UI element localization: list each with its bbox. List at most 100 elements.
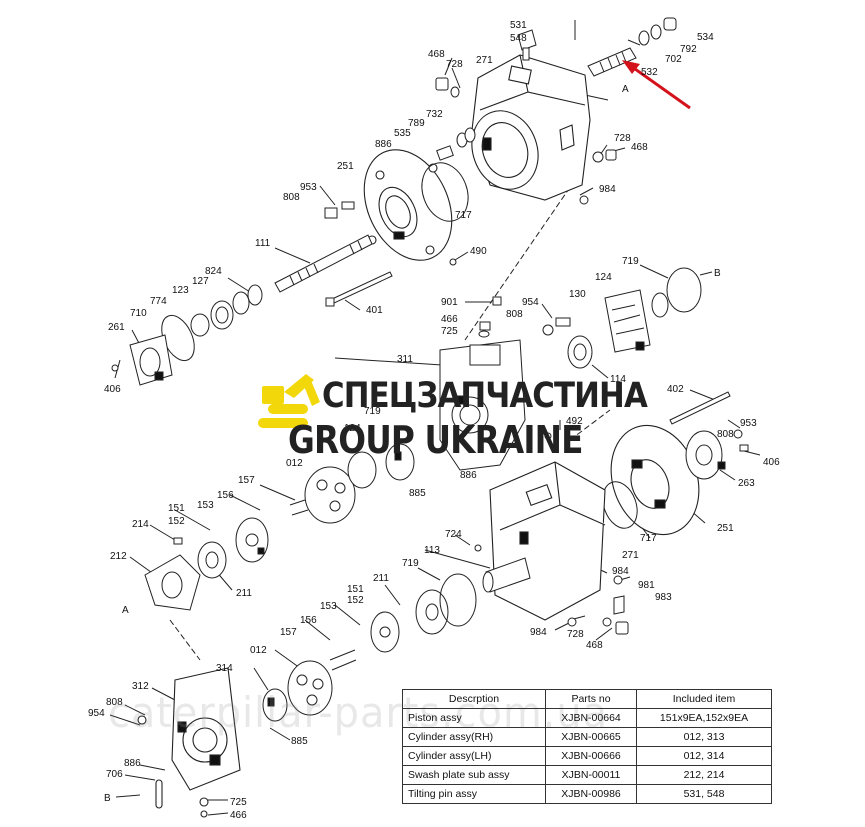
- label-124: 124: [344, 423, 361, 434]
- gear-pump-130: [604, 289, 669, 353]
- label-719: 719: [364, 406, 381, 417]
- label-113: 113: [424, 545, 440, 556]
- label-A: A: [122, 605, 129, 616]
- label-402: 402: [667, 384, 684, 395]
- label-401: 401: [366, 305, 383, 316]
- seal-cover-261: [111, 334, 173, 386]
- cell-parts-no: XJBN-00011: [545, 765, 637, 785]
- label-490: 490: [470, 246, 487, 257]
- label-953: 953: [740, 418, 757, 429]
- label-152: 152: [168, 516, 185, 527]
- label-728: 728: [567, 629, 584, 640]
- label-271: 271: [476, 55, 493, 66]
- cell-description: Cylinder assy(RH): [402, 727, 546, 747]
- shoe-plate-153-lower: [370, 589, 449, 653]
- label-717: 717: [640, 533, 657, 544]
- label-468: 468: [428, 49, 445, 60]
- label-156: 156: [217, 490, 234, 501]
- label-157: 157: [280, 627, 297, 638]
- label-130: 130: [569, 289, 586, 300]
- label-251: 251: [337, 161, 354, 172]
- valve-block-311: [439, 339, 526, 471]
- label-261: 261: [108, 322, 125, 333]
- label-012: 012: [286, 458, 303, 469]
- label-406: 406: [104, 384, 121, 395]
- parts-table: Descrption Parts no Included item Piston…: [402, 689, 772, 804]
- small-parts-lower-right: [474, 544, 629, 635]
- cell-included: 012, 314: [636, 746, 772, 766]
- cell-parts-no: XJBN-00986: [545, 784, 637, 804]
- label-789: 789: [408, 118, 425, 129]
- label-774: 774: [150, 296, 167, 307]
- swash-plate-212: [144, 537, 227, 611]
- cell-description: Swash plate sub assy: [402, 765, 546, 785]
- small-parts-upper-left: [324, 77, 617, 266]
- label-534: 534: [697, 32, 714, 43]
- label-724: 724: [445, 529, 462, 540]
- watermark-line-1: СПЕЦЗАПЧАСТИНА: [322, 376, 648, 416]
- label-156: 156: [300, 615, 317, 626]
- label-885: 885: [291, 736, 308, 747]
- o-ring-719-top: [666, 267, 702, 313]
- label-124: 124: [595, 272, 612, 283]
- label-214: 214: [132, 519, 149, 530]
- cell-description: Piston assy: [402, 708, 546, 728]
- drive-shaft-111: [274, 234, 373, 293]
- table-header-row: Descrption Parts no Included item: [402, 689, 772, 709]
- watermark-brand: СПЕЦЗАПЧАСТИНА GROUP UKRAINE: [258, 372, 648, 467]
- bearing-123-set: [161, 284, 263, 362]
- label-808: 808: [283, 192, 300, 203]
- label-468: 468: [586, 640, 603, 651]
- cell-included: 531, 548: [636, 784, 772, 804]
- label-151: 151: [168, 503, 185, 514]
- label-984: 984: [612, 566, 629, 577]
- label-B: B: [714, 268, 721, 279]
- label-732: 732: [426, 109, 443, 120]
- label-886: 886: [124, 758, 141, 769]
- label-152: 152: [347, 595, 364, 606]
- table-row: Piston assy XJBN-00664 151x9EA,152x9EA: [402, 708, 772, 728]
- label-212: 212: [110, 551, 127, 562]
- o-ring-717-bottom: [602, 481, 638, 529]
- label-532: 532: [641, 67, 658, 78]
- label-808: 808: [717, 429, 734, 440]
- table-row: Cylinder assy(LH) XJBN-00666 012, 314: [402, 746, 772, 766]
- label-157: 157: [238, 475, 255, 486]
- label-311: 311: [397, 354, 413, 365]
- label-211: 211: [373, 573, 389, 584]
- highlight-arrow: [622, 60, 691, 110]
- label-954: 954: [88, 708, 105, 719]
- o-ring-719-lower: [439, 573, 477, 627]
- label-953: 953: [300, 182, 317, 193]
- gear-114: [567, 335, 593, 369]
- table-row: Swash plate sub assy XJBN-00011 212, 214: [402, 765, 772, 785]
- table-row: Cylinder assy(RH) XJBN-00665 012, 313: [402, 727, 772, 747]
- cell-parts-no: XJBN-00664: [545, 708, 637, 728]
- label-728: 728: [614, 133, 631, 144]
- label-114: 114: [610, 374, 626, 385]
- cell-included: 151x9EA,152x9EA: [636, 708, 772, 728]
- watermark-line-2: GROUP UKRAINE: [288, 418, 583, 462]
- label-984: 984: [530, 627, 547, 638]
- excavator-logo-icon: [258, 374, 320, 428]
- pin-532-assembly: [587, 17, 677, 77]
- label-271: 271: [622, 550, 639, 561]
- label-127: 127: [192, 276, 209, 287]
- label-466: 466: [230, 810, 247, 821]
- label-717: 717: [455, 210, 472, 221]
- label-808: 808: [506, 309, 523, 320]
- shaft-113: [482, 557, 531, 593]
- label-466: 466: [441, 314, 458, 325]
- label-885: 885: [409, 488, 426, 499]
- label-153: 153: [320, 601, 337, 612]
- label-012: 012: [250, 645, 267, 656]
- label-B: B: [104, 793, 111, 804]
- label-886: 886: [460, 470, 477, 481]
- label-808: 808: [106, 697, 123, 708]
- table-row: Tilting pin assy XJBN-00986 531, 548: [402, 784, 772, 804]
- cell-description: Tilting pin assy: [402, 784, 546, 804]
- label-531: 531: [510, 20, 527, 31]
- cell-description: Cylinder assy(LH): [402, 746, 546, 766]
